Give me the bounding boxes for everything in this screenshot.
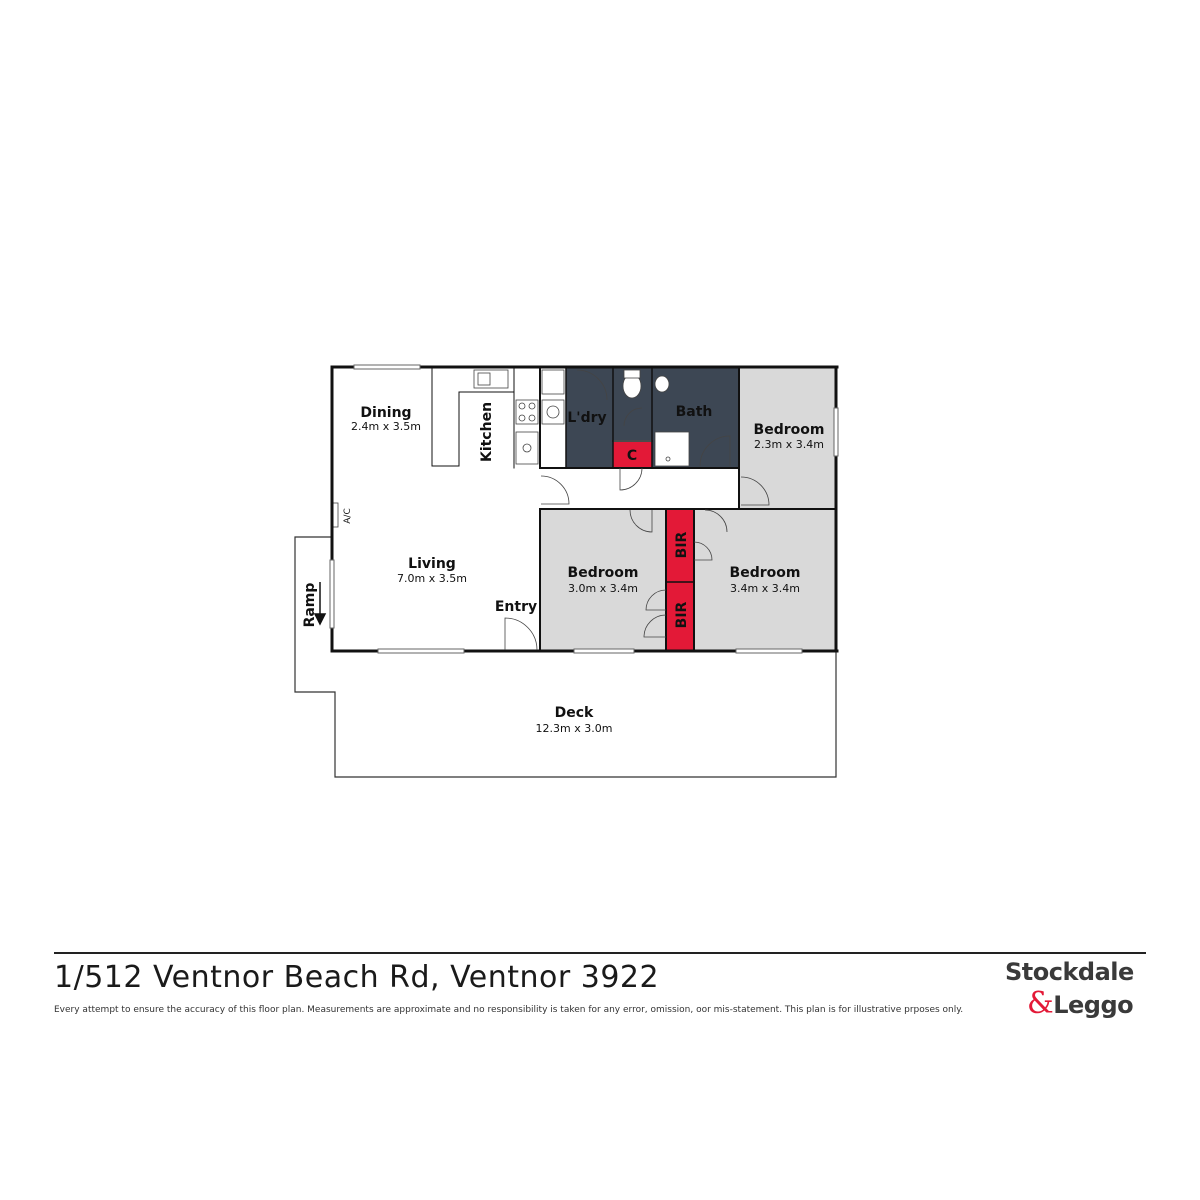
logo-ampersand: &: [1027, 986, 1054, 1021]
trough-icon: [541, 369, 565, 395]
cupboard-fill: [613, 442, 652, 468]
logo-line2-text: Leggo: [1053, 991, 1134, 1019]
deck-outline: [294, 536, 837, 778]
deck-label: Deck: [555, 705, 594, 721]
windows: [329, 364, 839, 654]
bir-lower-fill: [667, 582, 694, 650]
bedroom3-fill: [695, 510, 835, 650]
bedroom2-dims: 3.0m x 3.4m: [568, 582, 638, 595]
living-label: Living: [408, 556, 456, 572]
bir-lower-label: BIR: [674, 601, 690, 628]
footer-divider: [54, 952, 1146, 954]
ramp-arrow-icon: [313, 582, 327, 626]
cooktop-icon: [515, 399, 539, 425]
bath-label: Bath: [676, 404, 713, 420]
logo-line2: &Leggo: [1027, 986, 1134, 1021]
room-fills: [541, 368, 835, 650]
bedroom1-label: Bedroom: [754, 422, 825, 438]
living-dims: 7.0m x 3.5m: [397, 572, 467, 585]
dining-dims: 2.4m x 3.5m: [351, 420, 421, 433]
deck-dims: 12.3m x 3.0m: [536, 722, 613, 735]
entry-label: Entry: [495, 599, 537, 615]
dining-label: Dining: [360, 405, 411, 421]
ac-label: A/C: [343, 508, 353, 523]
fixtures: [331, 369, 690, 528]
laundry-fill: [566, 368, 613, 468]
basin-icon: [654, 375, 670, 393]
disclaimer-text: Every attempt to ensure the accuracy of …: [54, 1005, 964, 1015]
doors: [504, 369, 770, 651]
property-address: 1/512 Ventnor Beach Rd, Ventnor 3922: [54, 960, 660, 995]
ramp-label: Ramp: [302, 583, 318, 628]
cupboard-label: C: [627, 448, 637, 464]
agency-logo: Stockdale &Leggo: [1005, 958, 1150, 1024]
bedroom1-fill: [739, 368, 835, 508]
laundry-label: L'dry: [567, 410, 606, 426]
kitchen-label: Kitchen: [479, 402, 495, 462]
shower-icon: [654, 431, 690, 467]
bir-upper-fill: [667, 510, 694, 582]
bedroom2-fill: [541, 510, 666, 650]
bedroom3-dims: 3.4m x 3.4m: [730, 582, 800, 595]
bedroom2-label: Bedroom: [568, 565, 639, 581]
bir-upper-label: BIR: [674, 531, 690, 558]
logo-line1: Stockdale: [1005, 958, 1134, 986]
bedroom1-dims: 2.3m x 3.4m: [754, 438, 824, 451]
bedroom3-label: Bedroom: [730, 565, 801, 581]
